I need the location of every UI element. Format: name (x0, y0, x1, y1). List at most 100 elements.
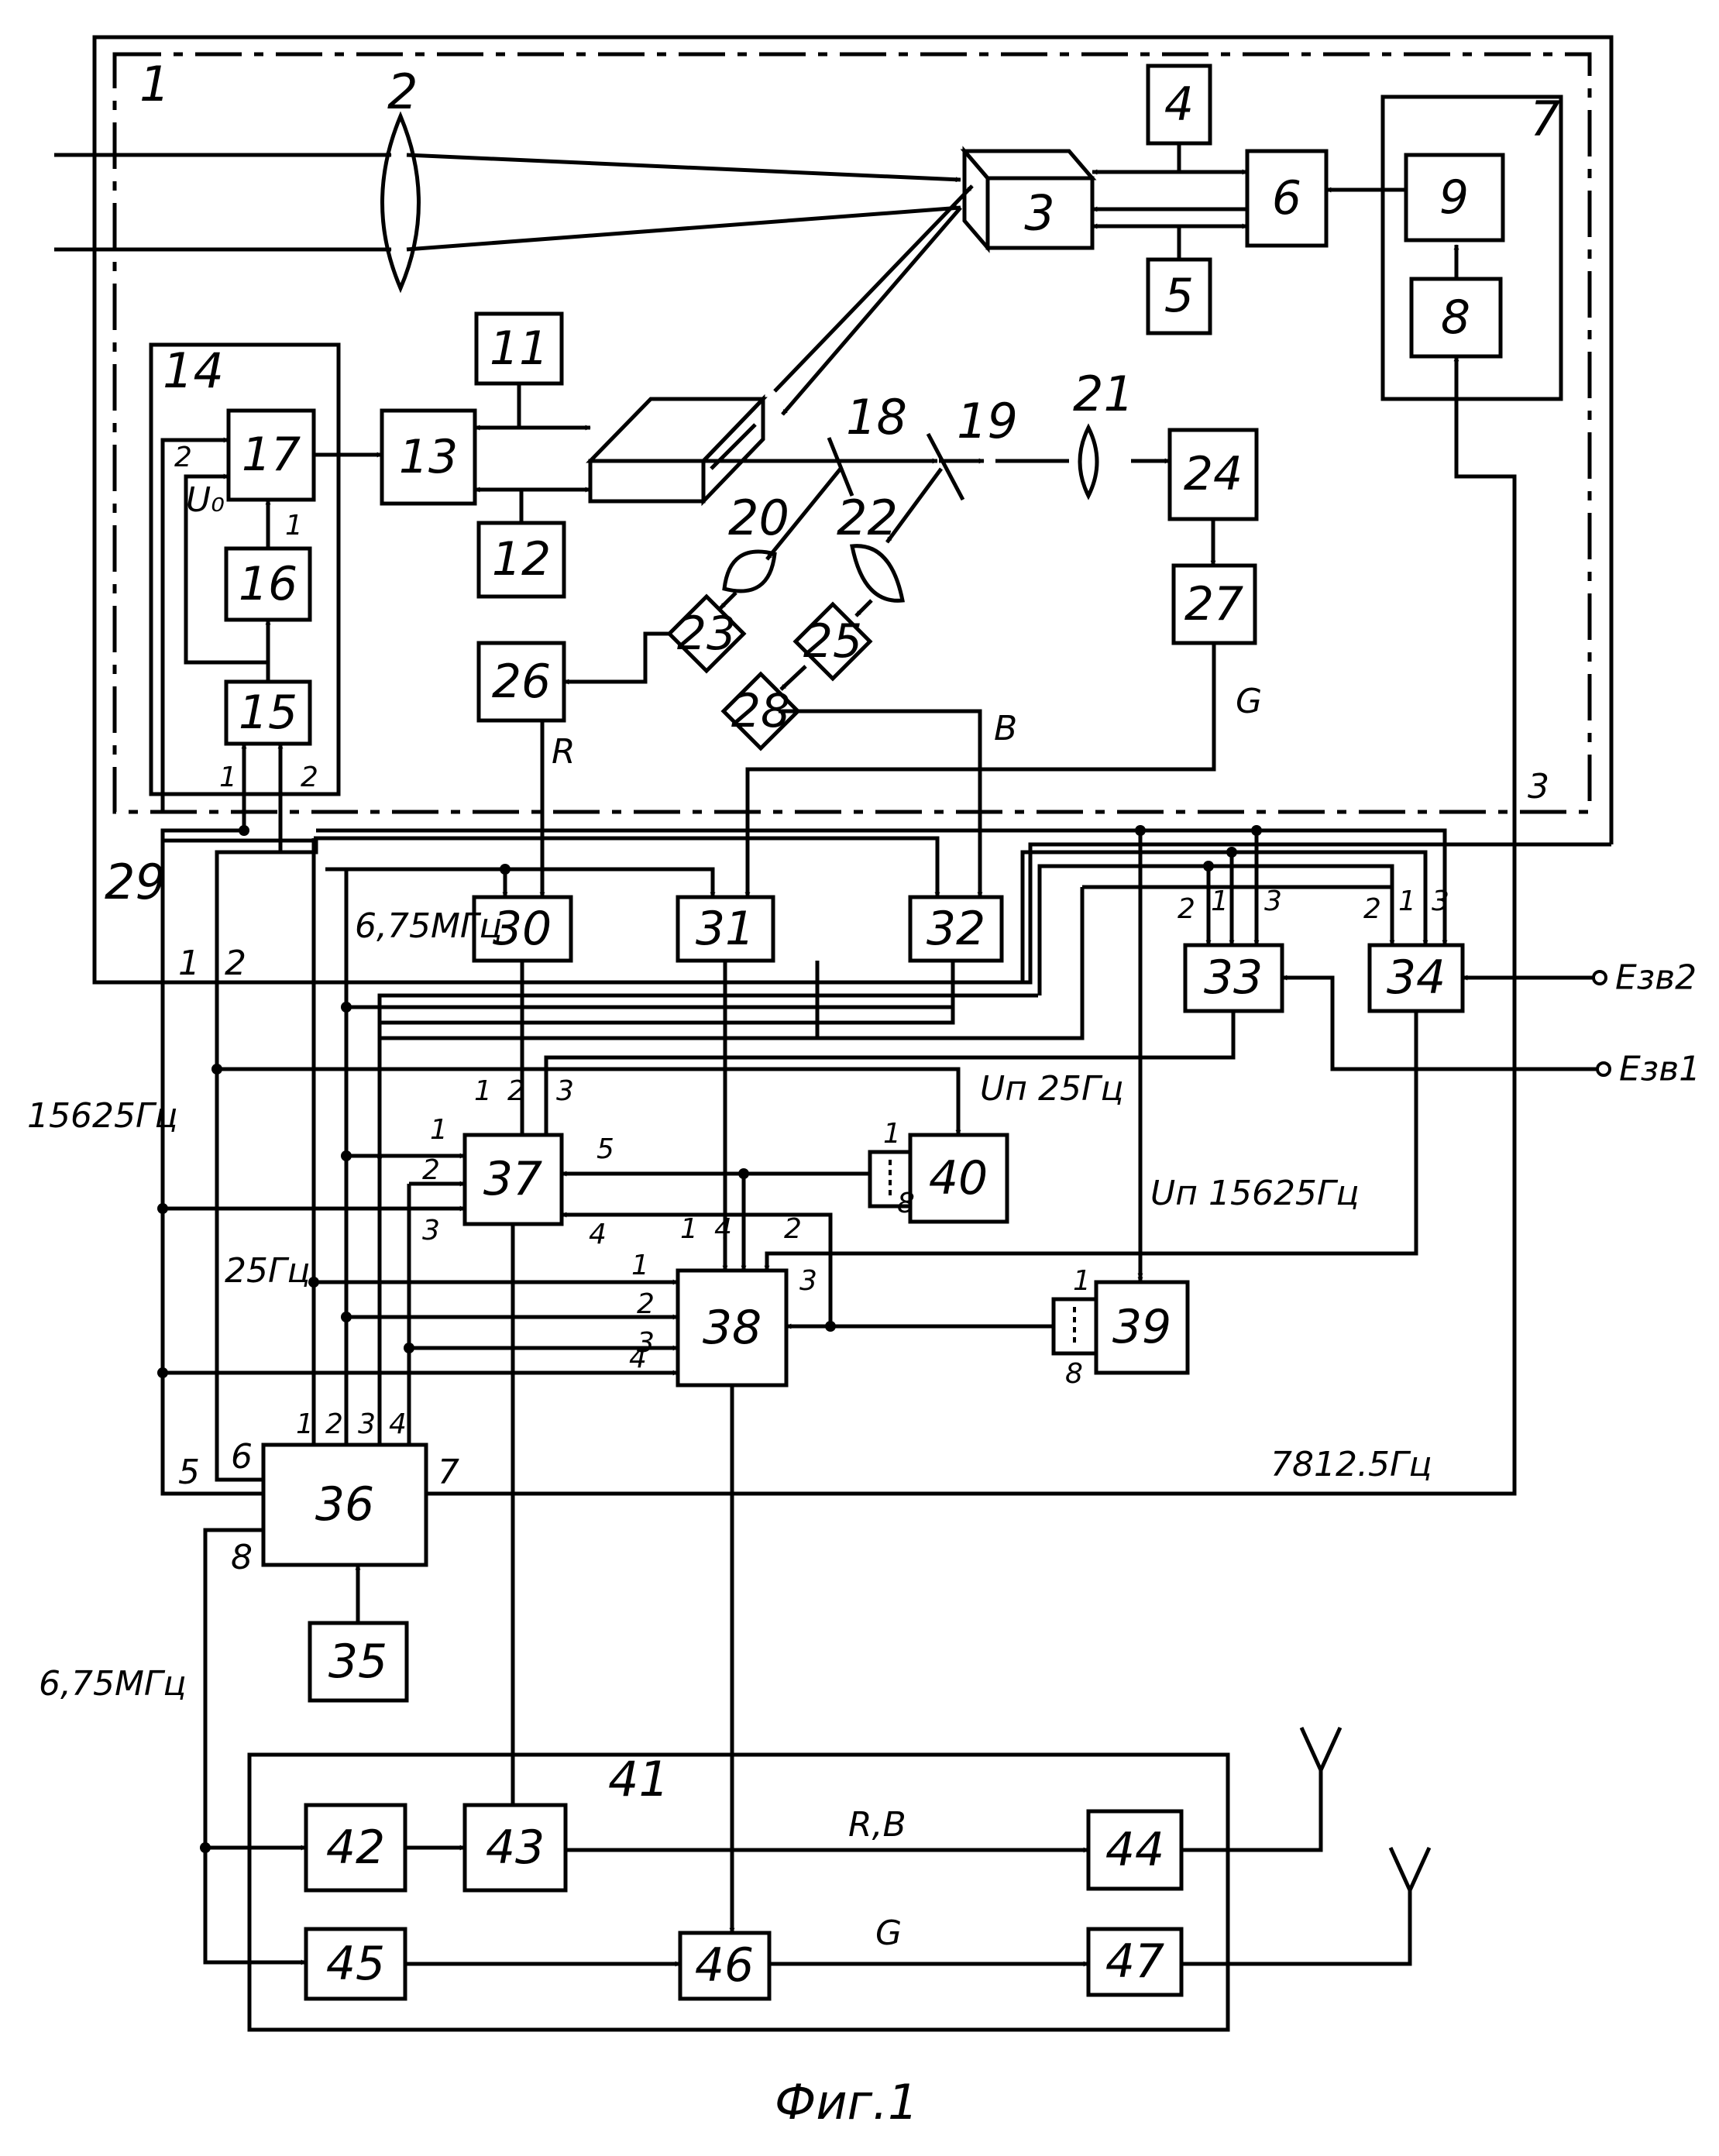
input-rays (54, 155, 961, 249)
label-41: 41 (608, 1751, 669, 1807)
svg-text:19: 19 (957, 393, 1018, 449)
svg-text:39: 39 (1112, 1300, 1171, 1354)
svg-text:1: 1 (1211, 885, 1229, 917)
signal-rb: R,B (848, 1805, 906, 1845)
svg-text:1: 1 (219, 762, 237, 793)
chip-links (475, 383, 1170, 523)
svg-text:3: 3 (556, 1075, 574, 1107)
svg-text:1: 1 (631, 1250, 649, 1281)
svg-text:24: 24 (1184, 447, 1243, 501)
svg-text:18: 18 (846, 389, 907, 445)
block-23: 23 (669, 597, 744, 671)
svg-text:44: 44 (1105, 1823, 1164, 1877)
svg-text:37: 37 (483, 1152, 542, 1206)
svg-text:1: 1 (1073, 1265, 1091, 1297)
freq-675-bottom: 6,75МГц (39, 1664, 186, 1704)
switch-40: 1 8 (870, 1118, 915, 1219)
block-9: 9 (1406, 155, 1503, 240)
svg-text:40: 40 (929, 1151, 988, 1205)
block-34: 34 (1370, 945, 1463, 1011)
svg-text:1: 1 (285, 510, 303, 542)
label-2: 2 (387, 64, 418, 120)
svg-text:1: 1 (178, 944, 200, 983)
svg-text:36: 36 (315, 1477, 374, 1532)
svg-text:2: 2 (225, 944, 246, 983)
svg-text:4: 4 (389, 1408, 407, 1440)
block-17: 17 (229, 411, 314, 500)
signal-r: R (552, 732, 576, 772)
lens-2: 2 (383, 64, 419, 288)
block-46: 46 (680, 1933, 769, 1999)
lens-20: 20 (724, 490, 789, 591)
switch-39: 1 8 (1054, 1265, 1096, 1390)
block-31: 31 (678, 897, 773, 961)
splitter-19: 19 (928, 393, 1018, 500)
svg-text:8: 8 (897, 1188, 915, 1219)
svg-text:1: 1 (883, 1118, 901, 1150)
svg-text:2: 2 (301, 762, 318, 793)
svg-text:43: 43 (486, 1821, 545, 1875)
e1-label: Eзв1 (1619, 1050, 1700, 1089)
block-47: 47 (1088, 1929, 1181, 1995)
svg-text:17: 17 (242, 428, 301, 482)
block-27: 27 (1174, 566, 1255, 643)
up-25-label: Uп 25Гц (980, 1069, 1123, 1109)
block-35: 35 (310, 1623, 407, 1700)
svg-text:26: 26 (492, 655, 551, 709)
svg-text:1: 1 (680, 1213, 698, 1245)
freq-25: 25Гц (225, 1251, 310, 1291)
svg-text:2: 2 (1363, 893, 1381, 925)
svg-text:2: 2 (325, 1408, 343, 1440)
freq-15625: 15625Гц (27, 1096, 177, 1136)
block-32: 32 (910, 897, 1002, 961)
u0-label: U₀ (186, 480, 225, 520)
block-42: 42 (306, 1805, 405, 1890)
svg-text:38: 38 (703, 1301, 762, 1355)
sync-bus-links (95, 825, 1610, 1460)
svg-text:27: 27 (1184, 577, 1243, 631)
svg-text:6: 6 (231, 1437, 253, 1477)
svg-text:46: 46 (695, 1938, 754, 1993)
lens-21: 21 (1073, 366, 1134, 496)
svg-text:1: 1 (296, 1408, 314, 1440)
svg-text:8: 8 (1441, 291, 1470, 345)
svg-text:4: 4 (714, 1213, 732, 1245)
block-14-links: 2 1 1 2 U₀ (163, 440, 382, 852)
svg-text:8: 8 (1065, 1358, 1083, 1390)
svg-text:2: 2 (422, 1154, 440, 1186)
svg-text:25: 25 (803, 614, 862, 669)
svg-text:3: 3 (422, 1215, 440, 1246)
up-15625-label: Uп 15625Гц (1150, 1174, 1359, 1213)
block-24: 24 (1170, 430, 1257, 519)
svg-text:32: 32 (927, 902, 985, 956)
block-36-links (157, 356, 1514, 1962)
svg-text:9: 9 (1439, 170, 1469, 225)
label-7: 7 (1530, 91, 1560, 147)
svg-text:1: 1 (1398, 885, 1416, 917)
svg-text:3: 3 (1528, 767, 1549, 806)
svg-text:5: 5 (1164, 269, 1194, 323)
block-8: 8 (1411, 279, 1501, 356)
svg-text:34: 34 (1387, 951, 1446, 1005)
lens-22: 22 (837, 490, 902, 600)
svg-text:20: 20 (728, 490, 789, 546)
block-33: 33 (1185, 945, 1282, 1011)
svg-text:31: 31 (696, 902, 755, 956)
block-44: 44 (1088, 1811, 1181, 1889)
block-39: 39 (1096, 1282, 1188, 1373)
svg-text:3: 3 (799, 1265, 817, 1297)
label-3: 3 (1024, 185, 1054, 242)
svg-text:2: 2 (507, 1075, 525, 1107)
block-26: 26 (479, 643, 564, 720)
svg-text:1: 1 (474, 1075, 492, 1107)
label-1: 1 (139, 56, 170, 112)
block-4: 4 (1148, 66, 1210, 143)
svg-text:21: 21 (1073, 366, 1134, 422)
freq-7812: 7812.5Гц (1270, 1445, 1432, 1484)
svg-text:4: 4 (1164, 77, 1194, 132)
svg-text:45: 45 (326, 1937, 385, 1991)
block-12: 12 (479, 523, 564, 597)
signal-g-tx: G (875, 1914, 902, 1953)
e2-label: Eзв2 (1615, 958, 1697, 998)
